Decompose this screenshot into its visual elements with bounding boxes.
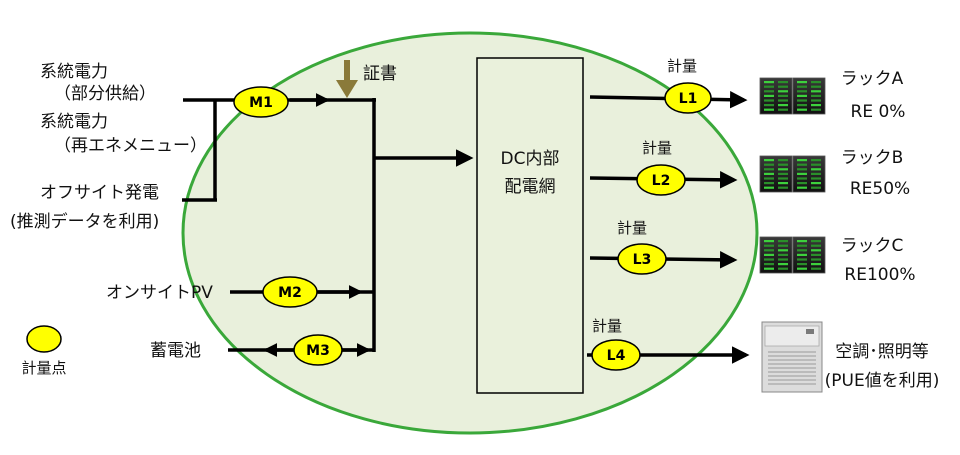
svg-text:M1: M1 (249, 95, 273, 111)
meter-m2: M2 (262, 276, 318, 308)
meter-l2: L2 (636, 164, 686, 196)
boundary-ellipse (181, 31, 759, 435)
svg-text:L3: L3 (633, 252, 652, 268)
grid-partial-line2: （部分供給） (54, 84, 156, 104)
grid-renewable-line2: （再エネメニュー） (54, 136, 207, 156)
meter-m1: M1 (233, 86, 289, 118)
svg-text:L2: L2 (652, 173, 671, 189)
metering-label-l4: 計量 (592, 317, 622, 335)
meter-l1: L1 (664, 82, 712, 114)
legend: 計量点 (21, 325, 67, 377)
rack-b-icon (759, 155, 826, 193)
svg-text:M3: M3 (306, 343, 330, 359)
battery-label: 蓄電池 (150, 341, 201, 361)
offsite-line2: (推測データを利用) (10, 211, 159, 232)
offsite-line1: オフサイト発電 (40, 183, 159, 203)
grid-renewable-line1: 系統電力 (40, 112, 108, 132)
rack-a-icon (759, 77, 826, 115)
grid-partial-line1: 系統電力 (40, 62, 108, 82)
legend-meter-icon (26, 325, 62, 353)
dc-network-line2: 配電網 (505, 177, 556, 197)
svg-text:L1: L1 (679, 91, 698, 107)
rack-c-name: ラックC (841, 236, 904, 256)
dc-network-line1: DC内部 (501, 149, 560, 169)
rack-a-re: RE 0% (851, 102, 906, 122)
legend-label: 計量点 (21, 359, 66, 377)
hvac-name: 空調･照明等 (835, 342, 929, 362)
metering-label-l1: 計量 (667, 57, 697, 75)
dc-network-box (476, 57, 584, 394)
metering-label-l3: 計量 (617, 219, 647, 237)
hvac-unit-icon (761, 321, 823, 393)
metering-label-l2: 計量 (642, 139, 672, 157)
svg-text:M2: M2 (278, 285, 302, 301)
certificate-label: 証書 (363, 64, 397, 84)
svg-text:L4: L4 (607, 348, 626, 364)
rack-c-icon (759, 236, 826, 274)
meter-l3: L3 (617, 243, 667, 275)
meter-l4: L4 (591, 339, 641, 371)
rack-c-re: RE100% (844, 265, 915, 285)
rack-b-name: ラックB (841, 148, 904, 168)
meter-m3: M3 (293, 334, 343, 366)
rack-a-name: ラックA (841, 69, 904, 89)
hvac-note: (PUE値を利用) (825, 371, 940, 391)
onsite-pv-label: オンサイトPV (106, 283, 213, 303)
rack-b-re: RE50% (850, 179, 910, 199)
certificate-arrow-head (336, 80, 358, 98)
